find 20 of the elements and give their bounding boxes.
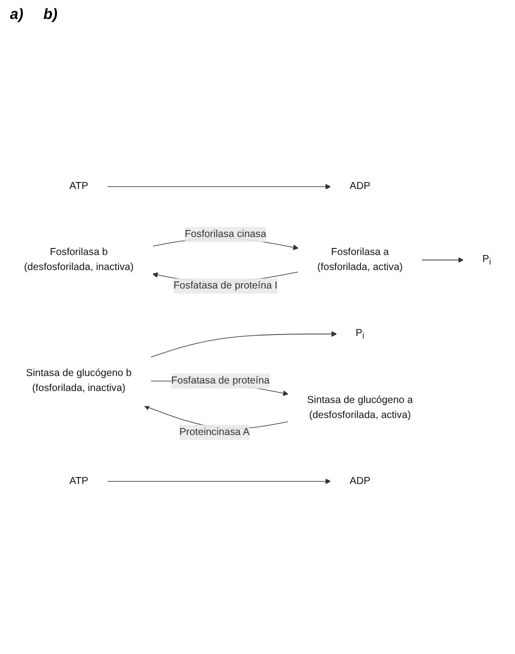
node-text: ADP <box>350 181 370 192</box>
node-text: ATP <box>69 476 88 486</box>
arrow <box>421 257 464 263</box>
node-text: Sintasa de glucógeno a (desfosforilada, activa) <box>307 394 413 421</box>
node-text: ATP <box>69 181 88 192</box>
edge-label: Fosforilasa cinasa <box>184 228 266 240</box>
node-text: Fosforilasa b (desfosforilada, inactiva) <box>24 246 134 273</box>
node-text: P$_{i}$ <box>356 328 364 340</box>
edge-label: Fosfatasa de proteína I <box>173 280 278 291</box>
node-text: ADP <box>350 476 370 486</box>
panel-label: a) <box>10 6 24 23</box>
arrow <box>106 478 331 484</box>
node-text: Fosforilasa a (fosforilada, activa) <box>317 246 403 273</box>
edge-label: Proteincinasa A <box>179 426 250 438</box>
panel-label: b) <box>43 6 58 23</box>
arrow <box>150 331 337 358</box>
edge-label: Fosfatasa de proteína <box>171 375 270 386</box>
arrow <box>106 184 331 190</box>
node-text: P$_{i}$ <box>482 254 491 266</box>
node-text: Sintasa de glucógeno b (fosforilada, inactiva) <box>26 368 132 394</box>
